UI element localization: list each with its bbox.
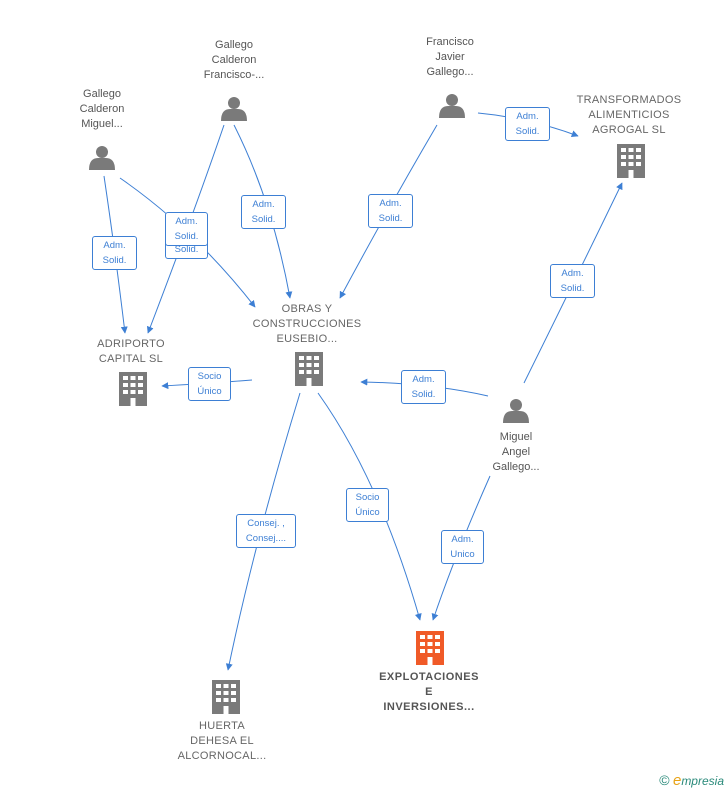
building-icon — [212, 680, 240, 714]
brand-e: e — [672, 772, 682, 789]
brand-logo: © empresia — [659, 772, 724, 789]
person-icon — [439, 94, 465, 118]
company-label[interactable]: TRANSFORMADOS ALIMENTICIOS AGROGAL SL — [576, 94, 682, 136]
company-label[interactable]: ADRIPORTO CAPITAL SL — [97, 338, 165, 365]
edge-label[interactable]: Socio Único — [188, 367, 231, 401]
edge-label[interactable]: Adm. Solid. — [401, 370, 446, 404]
building-icon — [617, 144, 645, 178]
edge-label[interactable]: Adm. Solid. — [368, 194, 413, 228]
edge-label[interactable]: Socio Único — [346, 488, 389, 522]
person-label[interactable]: Gallego Calderon Miguel... — [79, 88, 125, 130]
edge-label[interactable]: Adm. Solid. — [550, 264, 595, 298]
edge-label[interactable]: Adm. Solid. — [165, 212, 208, 246]
person-icon — [221, 97, 247, 121]
building-icon — [119, 372, 147, 406]
edge-label[interactable]: Consej. , Consej.... — [236, 514, 296, 548]
edge-label[interactable]: Adm. Solid. — [505, 107, 550, 141]
edge-label[interactable]: Adm. Unico — [441, 530, 484, 564]
company-label-highlighted[interactable]: EXPLOTACIONES E INVERSIONES... — [379, 671, 479, 713]
company-label[interactable]: OBRAS Y CONSTRUCCIONES EUSEBIO... — [252, 303, 362, 345]
person-label[interactable]: Gallego Calderon Francisco-... — [203, 39, 265, 81]
brand-name: mpresia — [681, 774, 724, 788]
edge-label[interactable]: Adm. Solid. — [92, 236, 137, 270]
building-icon-highlighted — [416, 631, 444, 665]
copyright-icon: © — [659, 772, 670, 788]
person-icon — [503, 399, 529, 423]
building-icon — [295, 352, 323, 386]
company-label[interactable]: HUERTA DEHESA EL ALCORNOCAL... — [177, 720, 267, 762]
person-icon — [89, 146, 115, 170]
person-label[interactable]: Francisco Javier Gallego... — [426, 36, 474, 78]
person-label[interactable]: Miguel Angel Gallego... — [492, 431, 540, 473]
edge-label[interactable]: Adm. Solid. — [241, 195, 286, 229]
